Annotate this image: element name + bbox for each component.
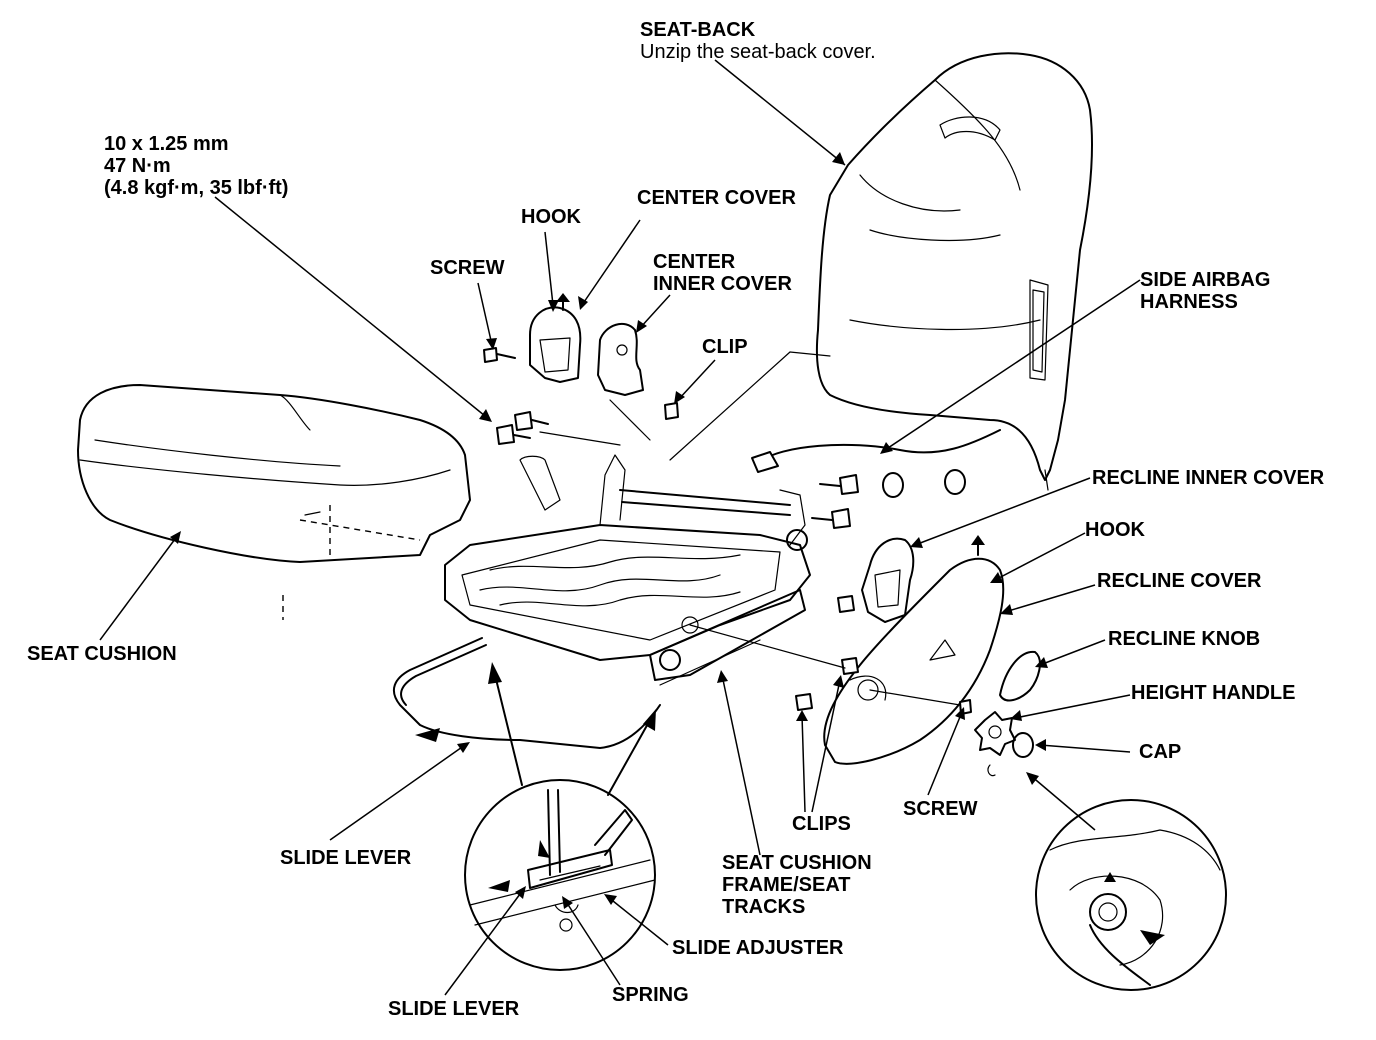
center-inner-cover-label: CENTER INNER COVER (653, 251, 792, 295)
slide-lever-part (392, 637, 661, 749)
cap-label: CAP (1139, 741, 1182, 763)
frame-line-1: SEAT CUSHION (722, 852, 872, 874)
frame-line-2: FRAME/SEAT (722, 874, 851, 896)
slide-lever-upper-label: SLIDE LEVER (280, 847, 412, 869)
seat-frame-label: SEAT CUSHION FRAME/SEAT TRACKS (722, 852, 872, 918)
recline-inner-cover-label: RECLINE INNER COVER (1092, 467, 1325, 489)
center-inner-cover-part (597, 322, 679, 420)
recline-inner-cover-part (837, 537, 915, 623)
bolt-torque-alt: (4.8 kgf·m, 35 lbf·ft) (104, 177, 289, 199)
seat-back-title: SEAT-BACK (640, 19, 756, 41)
height-handle-label: HEIGHT HANDLE (1131, 682, 1296, 704)
frame-line-3: TRACKS (722, 896, 806, 918)
height-handle-part (974, 711, 1034, 777)
seat-back-part (815, 52, 1093, 491)
slide-lever-lower-label: SLIDE LEVER (388, 998, 520, 1020)
recline-cover-part (823, 535, 1005, 765)
recline-cover-label: RECLINE COVER (1097, 570, 1262, 592)
center-inner-cover-line-1: CENTER (653, 251, 736, 273)
knob-detail-circle (1035, 799, 1227, 991)
seat-frame-part (444, 454, 811, 686)
clips-label: CLIPS (792, 813, 851, 835)
seat-back-note: Unzip the seat-back cover. (640, 41, 876, 63)
bolt-torque: 47 N·m (104, 155, 171, 177)
screw-bottom-label: SCREW (903, 798, 978, 820)
clip-label: CLIP (702, 336, 748, 358)
slide-adjuster-label: SLIDE ADJUSTER (672, 937, 844, 959)
seat-back-label: SEAT-BACK Unzip the seat-back cover. (640, 19, 876, 63)
center-cover-label: CENTER COVER (637, 187, 796, 209)
side-airbag-line-2: HARNESS (1140, 291, 1238, 313)
recline-knob-label: RECLINE KNOB (1108, 628, 1261, 650)
bolt-spec-label: 10 x 1.25 mm 47 N·m (4.8 kgf·m, 35 lbf·f… (104, 133, 288, 199)
side-airbag-harness-part (751, 429, 1001, 498)
slide-detail-circle (464, 779, 656, 971)
seat-cushion-label: SEAT CUSHION (27, 643, 177, 665)
side-airbag-line-1: SIDE AIRBAG (1140, 269, 1271, 291)
clips-part (795, 657, 972, 715)
side-airbag-harness-label: SIDE AIRBAG HARNESS (1140, 269, 1270, 313)
center-cover-part (483, 293, 582, 383)
mounting-bolts-left (496, 411, 859, 529)
hook-top-label: HOOK (521, 206, 581, 228)
bolt-size: 10 x 1.25 mm (104, 133, 229, 155)
recline-knob-part (999, 650, 1041, 702)
screw-top-label: SCREW (430, 257, 505, 279)
leader-lines (99, 59, 1141, 996)
hook-right-label: HOOK (1085, 519, 1145, 541)
center-inner-cover-line-2: INNER COVER (653, 273, 792, 295)
spring-label: SPRING (612, 984, 689, 1006)
seat-cushion-part (77, 384, 471, 563)
